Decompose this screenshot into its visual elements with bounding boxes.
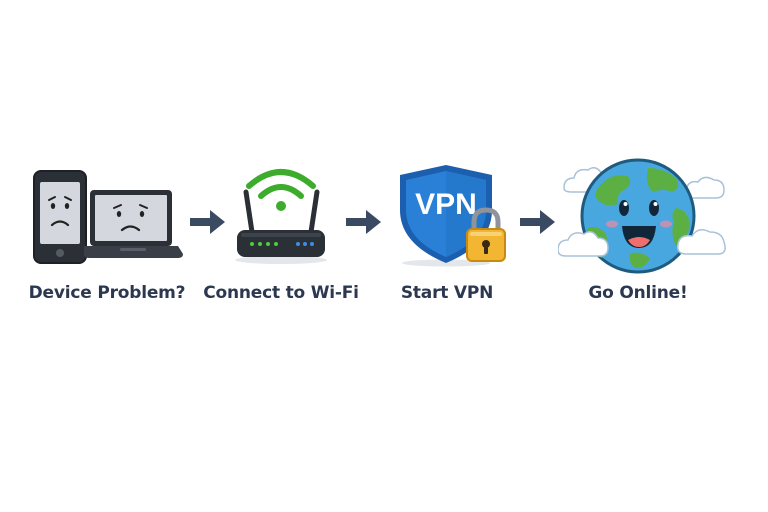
happy-globe-icon [558, 158, 726, 274]
step-label-go-online: Go Online! [588, 283, 688, 303]
step-label-device-problem: Device Problem? [28, 283, 186, 303]
vpn-shield-icon: VPN [400, 165, 506, 267]
step-label-connect-wifi: Connect to Wi-Fi [203, 283, 359, 303]
step-label-start-vpn: Start VPN [400, 283, 494, 303]
arrow-right-icon [520, 210, 555, 234]
arrow-right-icon [190, 210, 225, 234]
shield-text: VPN [415, 188, 477, 221]
sad-devices-icon [33, 170, 183, 264]
arrow-right-icon [346, 210, 381, 234]
wifi-router-icon [235, 169, 327, 264]
